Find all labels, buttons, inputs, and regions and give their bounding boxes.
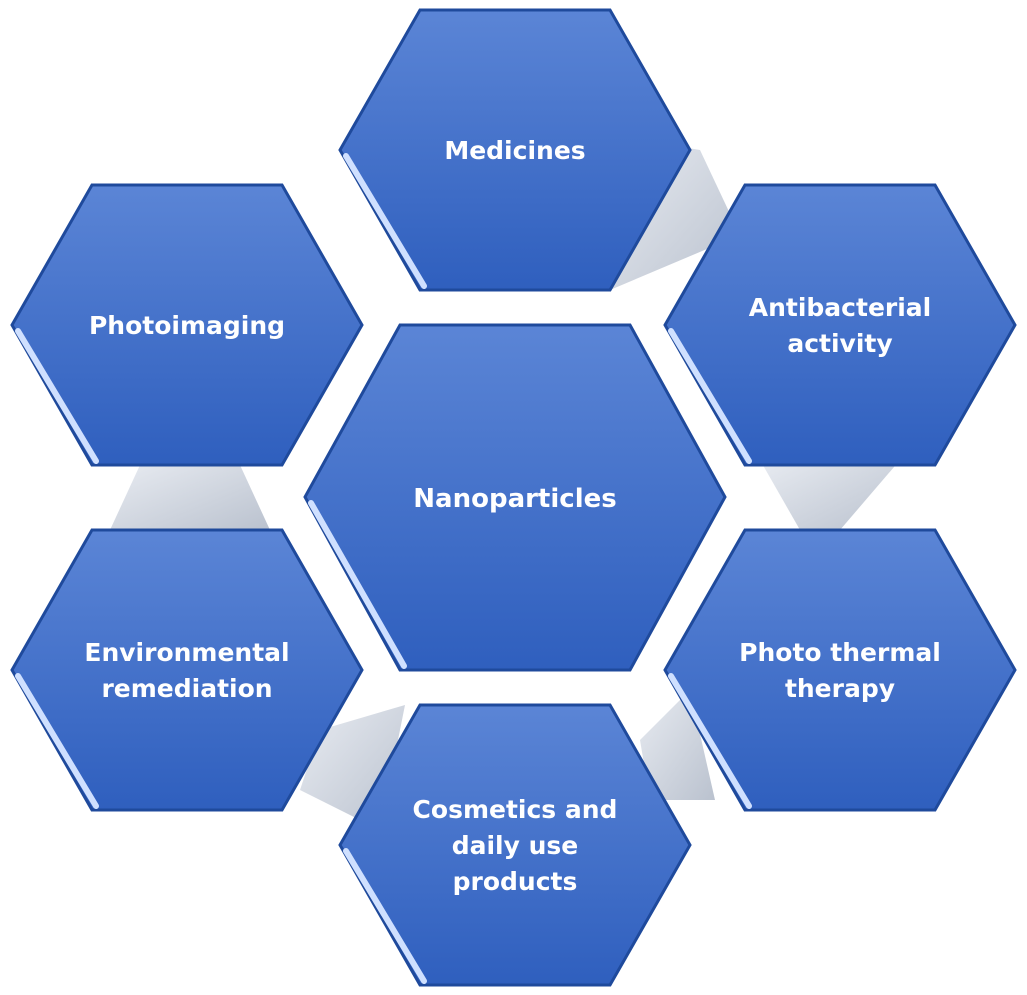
hex-photo-thermal: Photo thermal therapy — [663, 528, 1017, 812]
hex-medicines-shape — [338, 8, 692, 292]
hex-photoimaging-shape — [10, 183, 364, 467]
hex-cosmetics-shape — [338, 703, 692, 987]
environmental-label-line: Environmental — [84, 638, 289, 667]
hex-environmental: Environmental remediation — [10, 528, 364, 812]
connector-photoimaging-environmental — [110, 465, 270, 530]
hex-medicines-highlight — [343, 153, 427, 289]
hex-nanoparticles-shape — [303, 323, 727, 672]
hex-environmental-shape — [10, 528, 364, 812]
connector-antibacterial-photothermal — [760, 460, 900, 530]
photo_thermal-label-line: therapy — [785, 674, 895, 703]
photoimaging-label-line: Photoimaging — [89, 311, 285, 340]
hex-photo-thermal-highlight — [668, 673, 752, 809]
hex-antibacterial-label: Antibacterial activity — [749, 293, 932, 358]
cosmetics-label-line: Cosmetics and — [413, 795, 618, 824]
hex-nanoparticles-highlight — [308, 500, 407, 669]
antibacterial-label-line: Antibacterial — [749, 293, 932, 322]
hex-photoimaging-highlight — [15, 328, 99, 464]
hex-nanoparticles: Nanoparticles — [303, 323, 727, 672]
cosmetics-label-line: daily use — [452, 831, 579, 860]
medicines-label-line: Medicines — [444, 136, 585, 165]
hex-cosmetics-label: Cosmetics and daily use products — [413, 795, 618, 896]
photo_thermal-label-line: Photo thermal — [739, 638, 941, 667]
hex-antibacterial: Antibacterial activity — [663, 183, 1017, 467]
hex-medicines-label: Medicines — [444, 136, 585, 165]
antibacterial-label-line: activity — [787, 329, 892, 358]
hex-medicines: Medicines — [338, 8, 692, 292]
environmental-label-line: remediation — [101, 674, 272, 703]
hex-photo-thermal-shape — [663, 528, 1017, 812]
hex-nanoparticles-label: Nanoparticles — [413, 484, 616, 514]
hex-photo-thermal-label: Photo thermal therapy — [739, 638, 941, 703]
hex-cosmetics: Cosmetics and daily use products — [338, 703, 692, 987]
hex-antibacterial-highlight — [668, 328, 752, 464]
hex-antibacterial-shape — [663, 183, 1017, 467]
cosmetics-label-line: products — [453, 867, 578, 896]
hex-environmental-label: Environmental remediation — [84, 638, 289, 703]
hex-photoimaging: Photoimaging — [10, 183, 364, 467]
hex-photoimaging-label: Photoimaging — [89, 311, 285, 340]
hex-environmental-highlight — [15, 673, 99, 809]
hex-cosmetics-highlight — [343, 848, 427, 984]
